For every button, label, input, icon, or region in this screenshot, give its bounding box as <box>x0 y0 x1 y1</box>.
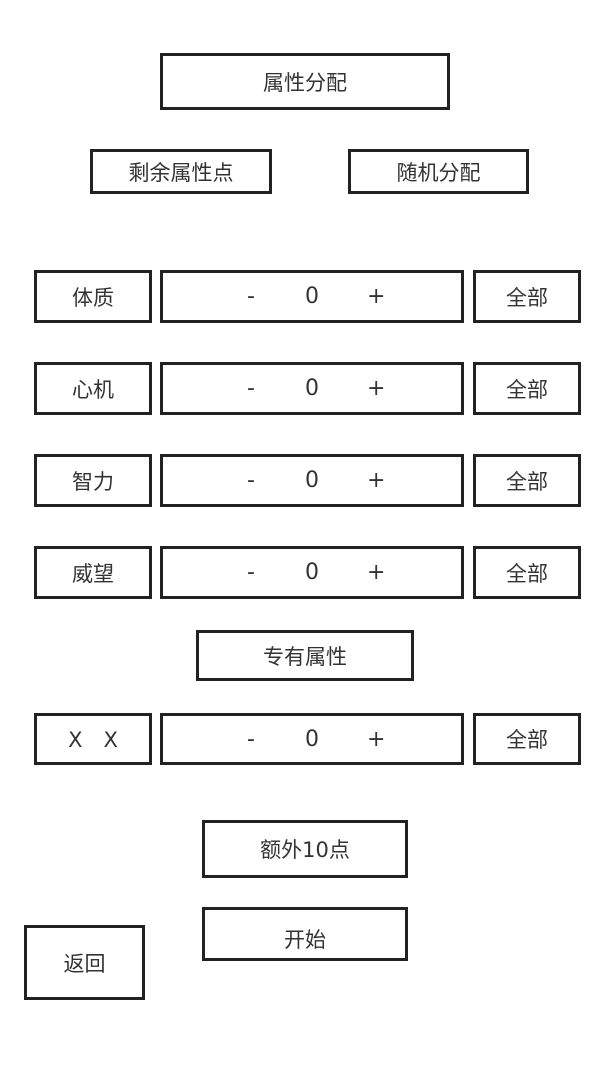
allocate-all-button[interactable]: 全部 <box>473 362 581 415</box>
page-title: 属性分配 <box>160 53 450 110</box>
increment-button[interactable]: + <box>367 560 386 585</box>
allocate-all-button[interactable]: 全部 <box>473 270 581 323</box>
increment-button[interactable]: + <box>367 726 386 752</box>
attribute-value: 0 <box>305 468 319 493</box>
increment-button[interactable]: + <box>367 284 386 309</box>
attribute-value: 0 <box>305 726 319 752</box>
attribute-stepper: - 0 + <box>160 546 464 599</box>
allocate-all-button[interactable]: 全部 <box>473 546 581 599</box>
attribute-name: 心机 <box>34 362 152 415</box>
exclusive-attribute-header: 专有属性 <box>196 630 414 681</box>
increment-button[interactable]: + <box>367 468 386 493</box>
decrement-button[interactable]: - <box>247 284 255 309</box>
attribute-value: 0 <box>305 284 319 309</box>
attribute-stepper: - 0 + <box>160 454 464 507</box>
decrement-button[interactable]: - <box>247 726 255 752</box>
decrement-button[interactable]: - <box>247 560 255 585</box>
extra-points-button[interactable]: 额外10点 <box>202 820 408 878</box>
decrement-button[interactable]: - <box>247 468 255 493</box>
attribute-name: 威望 <box>34 546 152 599</box>
attribute-value: 0 <box>305 560 319 585</box>
attribute-stepper: - 0 + <box>160 270 464 323</box>
attribute-name: 智力 <box>34 454 152 507</box>
start-button[interactable]: 开始 <box>202 907 408 961</box>
attribute-name: X X <box>34 713 152 765</box>
decrement-button[interactable]: - <box>247 376 255 401</box>
attribute-stepper: - 0 + <box>160 362 464 415</box>
remaining-points-label: 剩余属性点 <box>90 149 272 194</box>
increment-button[interactable]: + <box>367 376 386 401</box>
attribute-name: 体质 <box>34 270 152 323</box>
allocate-all-button[interactable]: 全部 <box>473 713 581 765</box>
allocate-all-button[interactable]: 全部 <box>473 454 581 507</box>
attribute-value: 0 <box>305 376 319 401</box>
attribute-stepper: - 0 + <box>160 713 464 765</box>
random-allocate-button[interactable]: 随机分配 <box>348 149 529 194</box>
back-button[interactable]: 返回 <box>24 925 145 1000</box>
